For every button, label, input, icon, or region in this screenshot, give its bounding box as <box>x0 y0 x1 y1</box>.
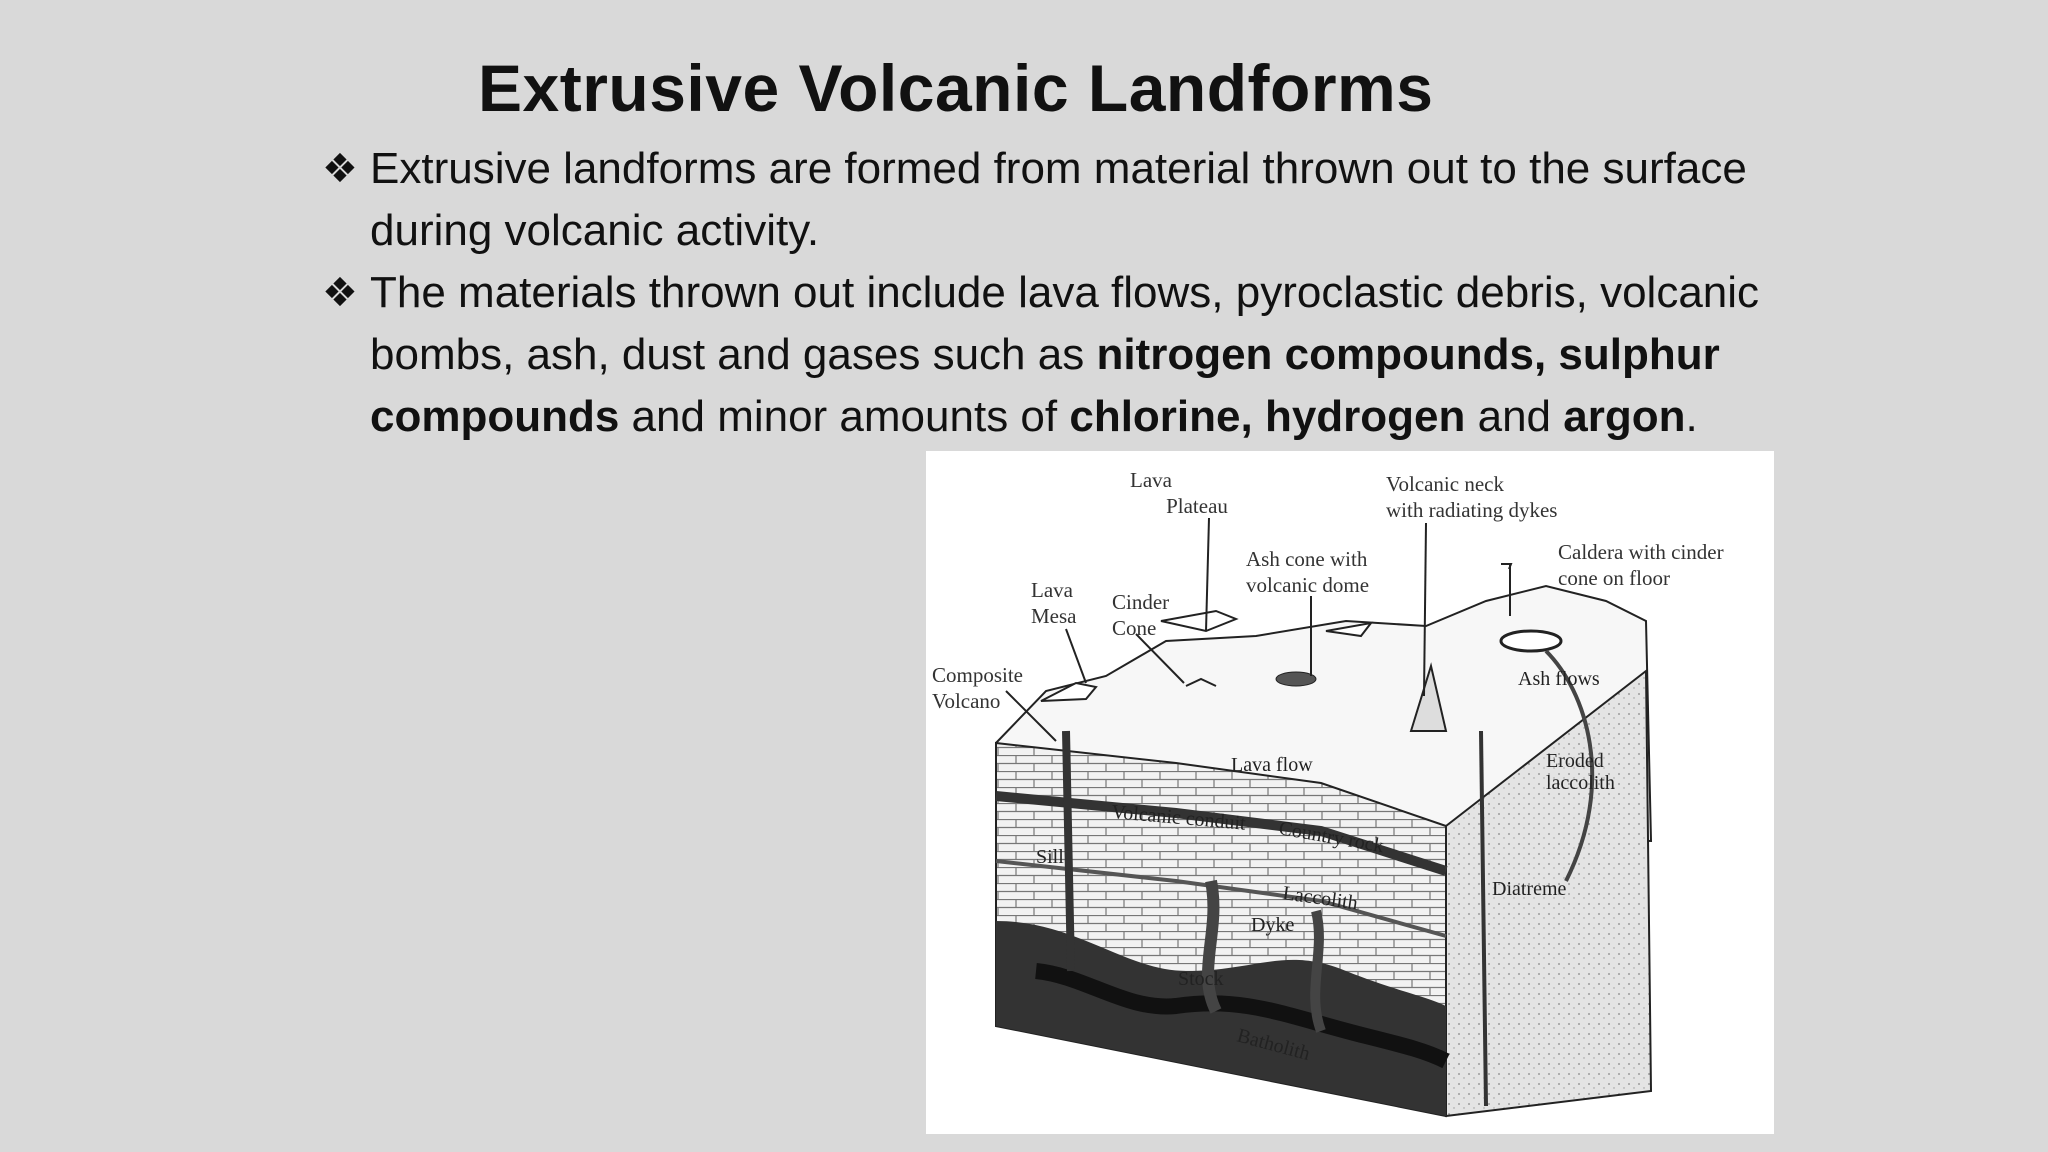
svg-text:Composite: Composite <box>932 663 1023 687</box>
bullet-bold-text: argon <box>1563 392 1686 441</box>
svg-text:volcanic dome: volcanic dome <box>1246 573 1369 597</box>
svg-text:Mesa: Mesa <box>1031 604 1077 628</box>
bullet-text: and <box>1465 392 1564 441</box>
label-ash-flows: Ash flows <box>1518 668 1600 690</box>
bullet-text: The materials thrown out include lava fl… <box>370 268 1760 379</box>
label-volcanic-neck-1: Volcanic neck <box>1386 472 1504 496</box>
label-lava-mesa-2: Mesa <box>1031 604 1077 628</box>
label-volcanic-neck-2: with radiating dykes <box>1386 498 1557 522</box>
svg-text:cone on floor: cone on floor <box>1558 566 1670 590</box>
svg-text:Volcano: Volcano <box>932 689 1000 713</box>
label-composite-volcano-2: Volcano <box>932 689 1000 713</box>
label-eroded-laccolith-1: Eroded <box>1546 750 1604 772</box>
label-lava-plateau-1: Lava <box>1130 468 1173 492</box>
bullet-item-1: ❖ Extrusive landforms are formed from ma… <box>322 138 1772 262</box>
label-ash-cone-1: Ash cone with <box>1246 547 1368 571</box>
bullet-bold-text: chlorine, hydrogen <box>1069 392 1466 441</box>
label-cinder-cone-2: Cone <box>1112 616 1156 640</box>
label-cinder-cone-1: Cinder <box>1112 590 1169 614</box>
bullet-item-2: ❖ The materials thrown out include lava … <box>322 262 1772 448</box>
svg-text:Plateau: Plateau <box>1166 494 1228 518</box>
bullet-text: Extrusive landforms are formed from mate… <box>370 144 1747 255</box>
label-sill: Sill <box>1036 846 1064 868</box>
label-lava-flow: Lava flow <box>1231 754 1313 776</box>
bullet-list: ❖ Extrusive landforms are formed from ma… <box>322 138 1772 448</box>
label-caldera-2: cone on floor <box>1558 566 1670 590</box>
label-lava-mesa-1: Lava <box>1031 578 1074 602</box>
svg-text:with radiating dykes: with radiating dykes <box>1386 498 1557 522</box>
label-lava-plateau-2: Plateau <box>1166 494 1228 518</box>
label-dyke: Dyke <box>1251 914 1294 936</box>
label-diatreme: Diatreme <box>1492 878 1567 900</box>
svg-text:Cone: Cone <box>1112 616 1156 640</box>
svg-text:Lava: Lava <box>1031 578 1074 602</box>
volcanic-landforms-diagram: Lava Plateau Volcanic neck with radiatin… <box>926 451 1774 1134</box>
svg-text:Caldera with cinder: Caldera with cinder <box>1558 540 1724 564</box>
label-stock: Stock <box>1178 968 1224 990</box>
bullet-text: and minor amounts of <box>619 392 1070 441</box>
label-caldera-1: Caldera with cinder <box>1558 540 1724 564</box>
block-diagram: Lava Plateau Volcanic neck with radiatin… <box>932 468 1724 1118</box>
label-composite-volcano-1: Composite <box>932 663 1023 687</box>
label-ash-cone-2: volcanic dome <box>1246 573 1369 597</box>
svg-text:Ash cone with: Ash cone with <box>1246 547 1368 571</box>
svg-text:Cinder: Cinder <box>1112 590 1169 614</box>
svg-text:Volcanic neck: Volcanic neck <box>1386 472 1504 496</box>
bullet-bold-text: nitrogen compounds, sulphur compounds <box>370 330 1720 441</box>
slide-title: Extrusive Volcanic Landforms <box>478 51 1434 125</box>
bullet-marker-icon: ❖ <box>322 147 358 191</box>
bullet-marker-icon: ❖ <box>322 271 358 315</box>
bullet-text: . <box>1685 392 1698 441</box>
label-eroded-laccolith-2: laccolith <box>1546 772 1615 794</box>
svg-text:Lava: Lava <box>1130 468 1173 492</box>
